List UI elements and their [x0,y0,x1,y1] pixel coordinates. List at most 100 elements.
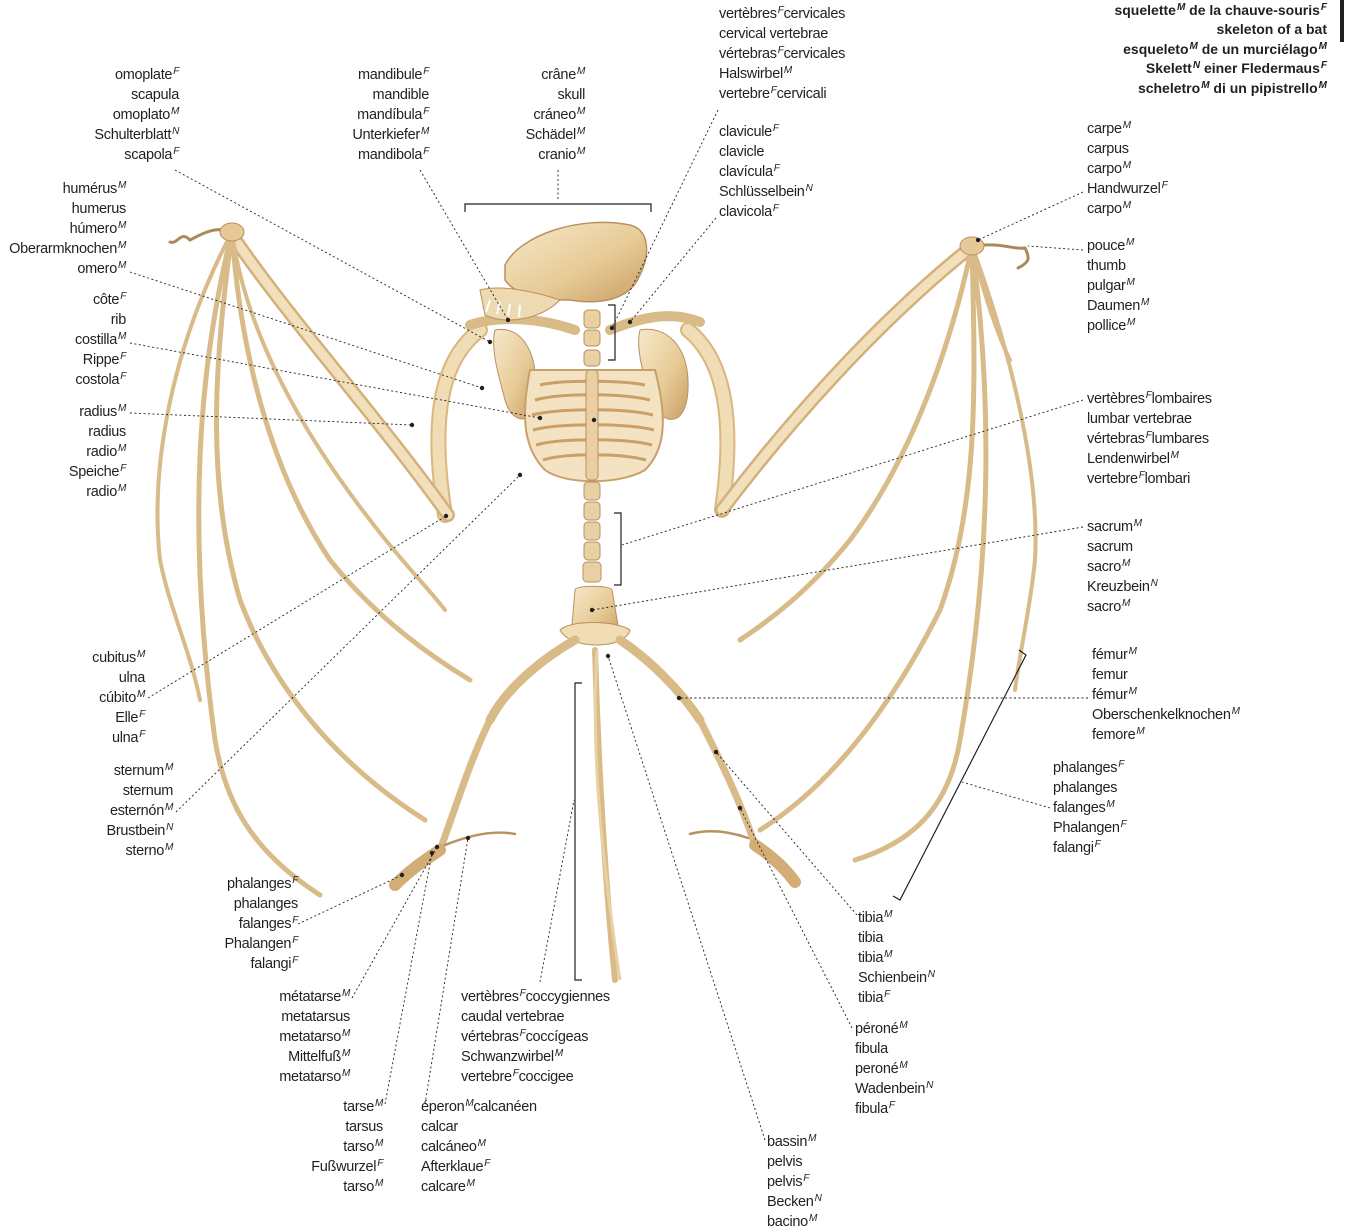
gender-marker: M [884,949,892,960]
term-line: SchlüsselbeinN [719,182,813,202]
term-line: ulnaF [92,728,145,748]
term-text: fibula [855,1041,888,1057]
title-line: scheletroM di un pipistrelloM [1114,79,1327,98]
term-text: vertèbres [719,6,777,22]
term-text: Afterklaue [421,1159,483,1175]
term-line: radius [69,422,126,442]
gender-marker: N [166,822,173,833]
gender-marker: M [118,240,126,251]
term-text: tibia [858,930,883,946]
term-line: clavicle [719,142,813,162]
term-text: Phalangen [1053,820,1120,836]
gender-marker: M [1134,518,1142,529]
term-line: cranioM [526,145,585,165]
term-text: radius [88,424,126,440]
term-text: Schulterblatt [94,127,171,143]
term-line: tibia [858,928,935,948]
label-cote: côteFribcostillaMRippeFcostolaF [75,290,126,390]
term-text-suffix: cervicales [784,46,845,62]
gender-marker: M [342,1028,350,1039]
term-line: femoreM [1092,725,1240,745]
term-text-suffix: coccigee [519,1069,574,1085]
term-text: Fußwurzel [311,1159,376,1175]
label-phalanges-right: phalangesFphalangesfalangesMPhalangenFfa… [1053,758,1126,858]
gender-marker: M [577,66,585,77]
term-text: omoplate [115,67,172,83]
term-text: tibia [858,910,883,926]
term-text: tarso [343,1139,374,1155]
gender-marker: M [884,909,892,920]
title-rest: de la chauve-souris [1185,2,1320,18]
term-line: BrustbeinN [107,821,173,841]
term-text: sacro [1087,599,1121,615]
term-text: tarso [343,1179,374,1195]
gender-marker: F [292,955,298,966]
term-text: Unterkiefer [352,127,420,143]
term-line: pelvis [767,1152,822,1172]
term-line: mandibuleF [352,65,429,85]
gender-marker: F [120,463,126,474]
term-text: Lendenwirbel [1087,451,1170,467]
label-phalanges-foot: phalangesFphalangesfalangesFPhalangenFfa… [225,874,298,974]
term-text: Schienbein [858,970,927,986]
term-line: tibiaM [858,908,935,928]
term-line: SpeicheF [69,462,126,482]
term-line: falangesF [225,914,298,934]
gender-marker: M [118,331,126,342]
term-line: HandwurzelF [1087,179,1167,199]
term-line: bassinM [767,1132,822,1152]
term-line: sacrumM [1087,517,1158,537]
term-text: Brustbein [107,823,166,839]
gender-marker: F [1162,180,1168,191]
term-line: humérusM [9,179,126,199]
term-line: clavículaF [719,162,813,182]
term-text: costilla [75,332,117,348]
term-text: cráneo [533,107,576,123]
gender-marker: F [773,203,779,214]
gender-marker: F [423,146,429,157]
term-text: phalanges [1053,760,1117,776]
term-line: phalanges [1053,778,1126,798]
term-line: fémurM [1092,645,1240,665]
term-text: ulna [119,670,145,686]
title-line: skeleton of a bat [1114,20,1327,39]
gender-marker: M [1123,120,1131,131]
term-text: falanges [239,916,291,932]
term-text: scapula [131,87,179,103]
term-line: pelvisF [767,1172,822,1192]
term-line: bacinoM [767,1212,822,1232]
term-text: humerus [72,201,126,217]
gender-marker: M [1171,450,1179,461]
term-text: Kreuzbein [1087,579,1150,595]
term-text: omero [77,261,117,277]
term-line: KreuzbeinN [1087,577,1158,597]
term-line: tibiaM [858,948,935,968]
title-word: squelette [1114,2,1175,18]
title-rest: di un pipistrello [1210,80,1318,96]
gender-marker: M [165,802,173,813]
term-line: metatarsus [279,1007,350,1027]
term-line: PhalangenF [225,934,298,954]
term-line: húmeroM [9,219,126,239]
gender-marker: N [1193,60,1200,71]
term-text: radio [86,484,117,500]
gender-marker: F [1321,2,1327,13]
term-text: metatarsus [281,1009,350,1025]
gender-marker: M [118,403,126,414]
term-text: sternum [114,763,164,779]
term-line: omoplatoM [94,105,179,125]
term-text: tarse [343,1099,374,1115]
gender-marker: M [577,106,585,117]
gender-marker: F [173,146,179,157]
gender-marker: M [1127,317,1135,328]
term-line: radioM [69,482,126,502]
term-text: humérus [63,181,117,197]
label-bassin: bassinMpelvispelvisFBeckenNbacinoM [767,1132,822,1232]
term-line: cráneoM [526,105,585,125]
term-line: tibiaF [858,988,935,1008]
term-text: Mittelfuß [288,1049,341,1065]
term-line: OberschenkelknochenM [1092,705,1240,725]
term-line: omeroM [9,259,126,279]
term-line: claviculeF [719,122,813,142]
